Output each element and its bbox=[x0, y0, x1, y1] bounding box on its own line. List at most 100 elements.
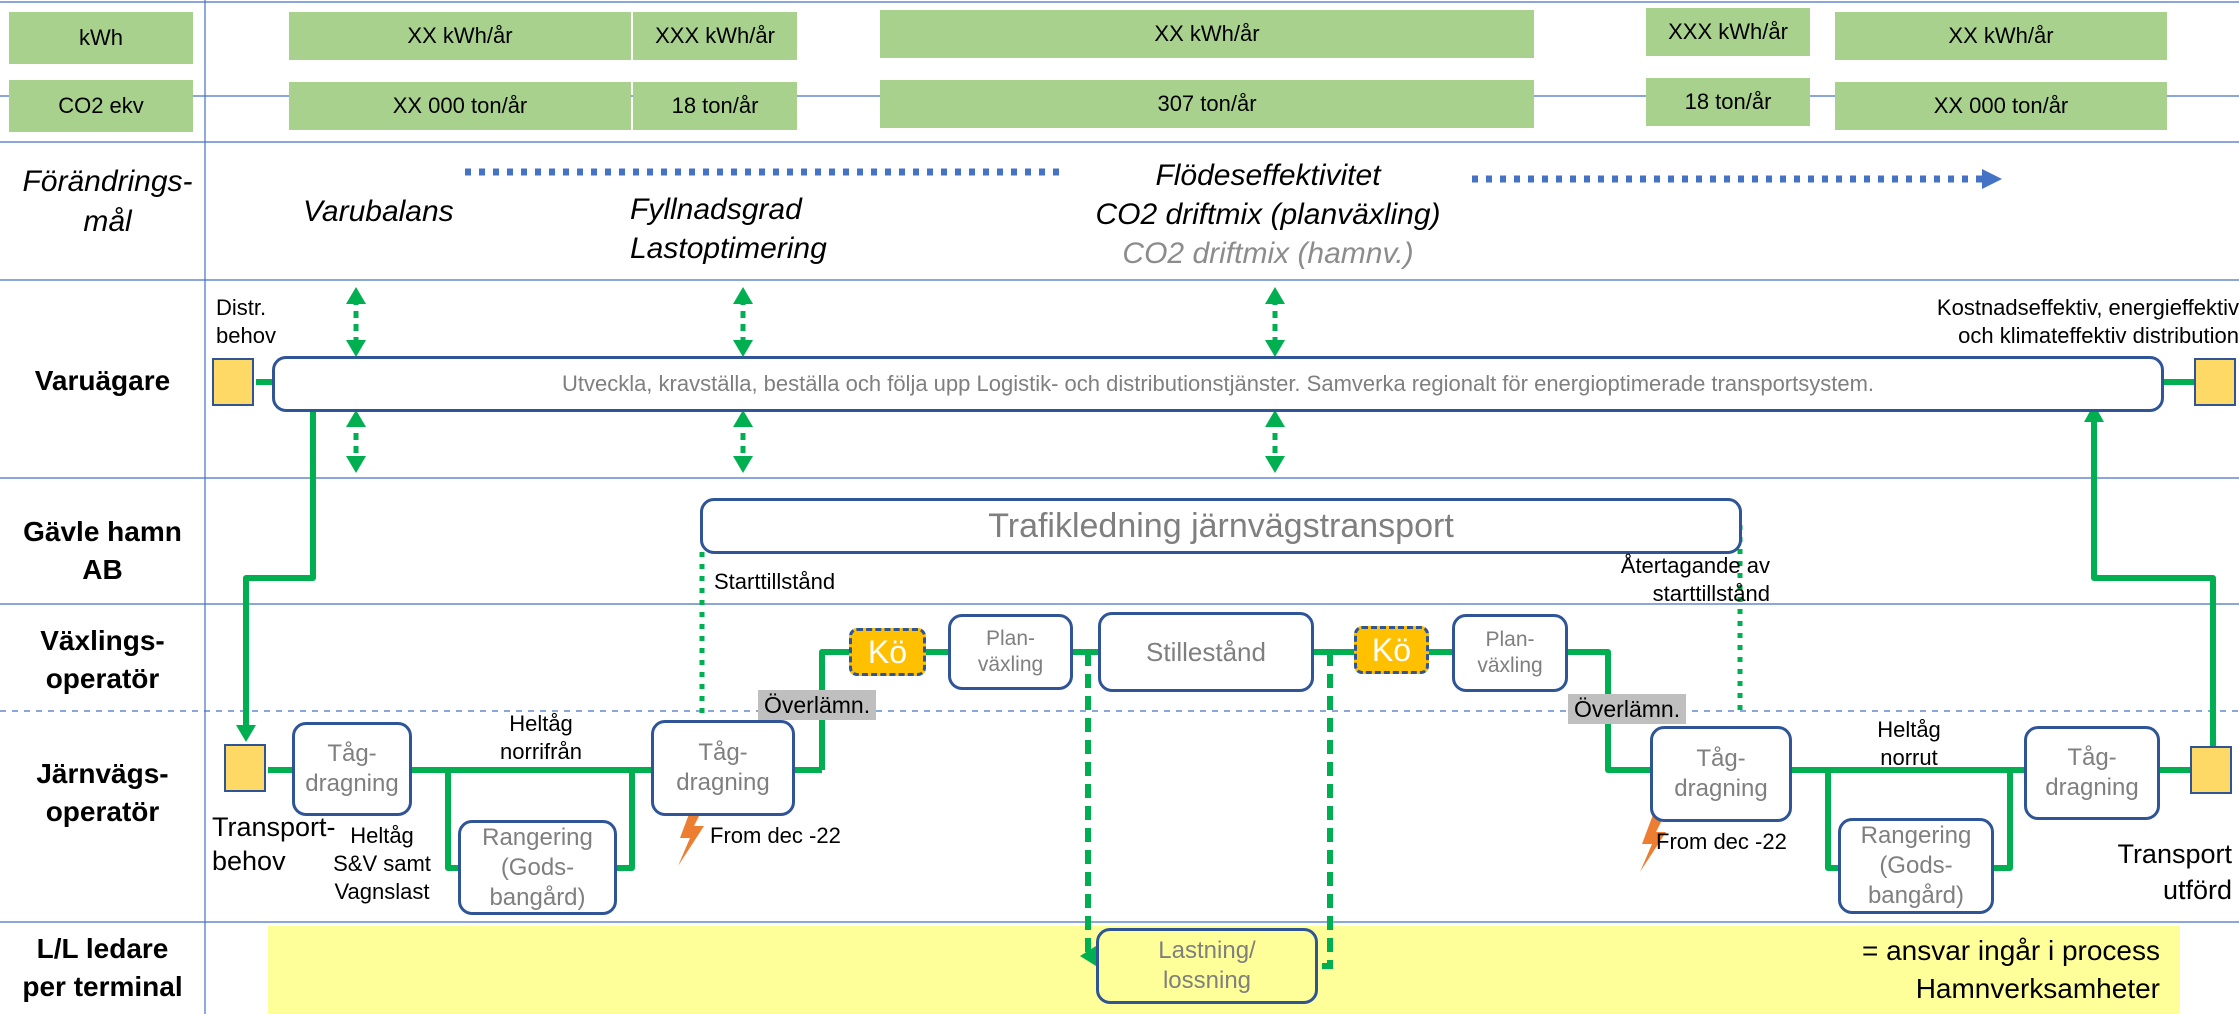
ll-line1: L/L ledare bbox=[36, 933, 169, 964]
transport-utford-text: Transport utförd bbox=[2050, 836, 2232, 908]
planvaxling-right: Plan- växling bbox=[1452, 614, 1568, 692]
heltag-sv-line1: Heltåg bbox=[350, 823, 414, 848]
distr-line2: behov bbox=[216, 323, 276, 348]
ll-label: L/L ledare per terminal bbox=[0, 930, 205, 1006]
vaxling-line1: Växlings- bbox=[40, 625, 165, 656]
trafikledning-text: Trafikledning järnvägstransport bbox=[988, 506, 1454, 545]
tag-line2: dragning bbox=[2045, 774, 2139, 801]
rangering-box: Rangering (Gods- bangård) bbox=[458, 820, 617, 915]
arrow-up-to-varuagare bbox=[2084, 404, 2104, 422]
transport-utford-node bbox=[2190, 746, 2232, 794]
tagdragning-box: Tåg- dragning bbox=[651, 720, 795, 816]
co2-label: CO2 ekv bbox=[58, 93, 144, 118]
distr-line1: Distr. bbox=[216, 295, 267, 320]
dotted-arrow-head bbox=[1982, 169, 2002, 189]
heltag-norrut-text: Heltåg norrut bbox=[1856, 716, 1962, 772]
kwh-value: XXX kWh/år bbox=[1646, 8, 1810, 56]
goal-fyllnadsgrad: Fyllnadsgrad bbox=[630, 193, 802, 226]
gavle-line1: Gävle hamn bbox=[23, 516, 182, 547]
kwh-value: XX kWh/år bbox=[289, 12, 631, 60]
tagdragning-box: Tåg- dragning bbox=[292, 722, 412, 816]
atertagande-line1: Återtagande av bbox=[1620, 553, 1770, 578]
tagdragning-box: Tåg- dragning bbox=[2024, 726, 2160, 820]
transportbehov-line1: Transport- bbox=[212, 812, 336, 842]
heltag-norrut-line1: Heltåg bbox=[1877, 717, 1941, 742]
lightning-icon bbox=[678, 806, 704, 866]
gavle-line2: AB bbox=[82, 554, 123, 585]
forandringsmal-label: Förändrings- mål bbox=[0, 162, 215, 242]
transport-utford-line2: utförd bbox=[2162, 875, 2232, 905]
kwh-label: kWh bbox=[79, 25, 123, 50]
trafikledning-dotted-lines bbox=[699, 525, 1743, 716]
vaxling-label: Växlings- operatör bbox=[0, 622, 205, 698]
queue-right: Kö bbox=[1354, 626, 1429, 674]
rang-line2: (Gods- bbox=[1879, 852, 1953, 879]
goal-varubalans: Varubalans bbox=[303, 195, 454, 228]
goal-lastoptimering: Lastoptimering bbox=[630, 232, 827, 265]
heltag-norrifran-text: Heltåg norrifrån bbox=[486, 710, 596, 766]
rang-line3: bangård) bbox=[489, 883, 586, 911]
lastning-box: Lastning/ lossning bbox=[1096, 928, 1318, 1004]
lastning-line2: lossning bbox=[1162, 967, 1252, 994]
transportbehov-line2: behov bbox=[212, 846, 286, 876]
tag-line1: Tåg- bbox=[698, 739, 748, 766]
plan-line1: Plan- bbox=[1485, 627, 1535, 651]
tag-line1: Tåg- bbox=[1696, 745, 1746, 772]
lightning-icon bbox=[1640, 812, 1666, 872]
atertagande-line2: starttillstånd bbox=[1652, 581, 1770, 606]
vaxling-line2: operatör bbox=[45, 663, 160, 694]
starttillstand-text: Starttillstånd bbox=[714, 569, 836, 594]
tag-line2: dragning bbox=[305, 770, 399, 797]
rang-line1: Rangering bbox=[1860, 822, 1972, 849]
right-line1: Kostnadseffektiv, energieffektiv bbox=[1936, 295, 2239, 320]
tag-line2: dragning bbox=[676, 769, 770, 796]
heltag-sv-line2: S&V samt bbox=[333, 851, 431, 876]
plan-line1: Plan- bbox=[985, 626, 1036, 650]
co2-value: 307 ton/år bbox=[880, 80, 1534, 128]
tag-line1: Tåg- bbox=[327, 740, 377, 767]
arrow-to-lastning bbox=[1080, 946, 1096, 966]
right-line2: och klimateffektiv distribution bbox=[1958, 323, 2239, 348]
trafikledning-box: Trafikledning järnvägstransport bbox=[700, 498, 1742, 554]
transportbehov-node bbox=[224, 744, 266, 792]
kwh-value: XX kWh/år bbox=[1835, 12, 2167, 60]
co2-label-box: CO2 ekv bbox=[9, 80, 193, 132]
heltag-sv-text: Heltåg S&V samt Vagnslast bbox=[326, 822, 438, 906]
lastning-dashed-lines bbox=[1085, 652, 1333, 969]
co2-value: XX 000 ton/år bbox=[289, 82, 631, 130]
gavle-label: Gävle hamn AB bbox=[0, 513, 205, 589]
legend-text: = ansvar ingår i process Hamnverksamhete… bbox=[1760, 932, 2160, 1008]
co2-value: 18 ton/år bbox=[633, 82, 797, 130]
ll-line2: per terminal bbox=[22, 971, 183, 1002]
jarnvag-label: Järnvägs- operatör bbox=[0, 755, 205, 831]
lastning-line1: Lastning/ bbox=[1158, 937, 1256, 964]
forandringsmal-line1: Förändrings- bbox=[22, 165, 193, 198]
stillestand-text: Stillestånd bbox=[1146, 636, 1266, 667]
legend-line1: = ansvar ingår i process bbox=[1861, 935, 2160, 966]
kwh-label-box: kWh bbox=[9, 12, 193, 64]
varuagare-right-node bbox=[2194, 358, 2236, 406]
heltag-norrut-line2: norrut bbox=[1880, 745, 1938, 770]
rangering-box: Rangering (Gods- bangård) bbox=[1838, 818, 1994, 914]
heltag-sv-line3: Vagnslast bbox=[334, 879, 430, 904]
from-dec-left: From dec -22 bbox=[710, 823, 841, 848]
rang-line3: bangård) bbox=[1867, 882, 1965, 909]
legend-line2: Hamnverksamheter bbox=[1915, 973, 2160, 1004]
green-arrowheads bbox=[346, 287, 1285, 473]
planvaxling-left: Plan- växling bbox=[948, 614, 1073, 690]
varuagare-left-node bbox=[212, 358, 254, 406]
goal-co2-hamnv: CO2 driftmix (hamnv.) bbox=[1122, 237, 1414, 270]
transportbehov-text: Transport- behov bbox=[212, 810, 336, 878]
heltag-norr-line2: norrifrån bbox=[500, 739, 582, 764]
goal-flodeseffektivitet: Flödeseffektivitet bbox=[1155, 159, 1381, 192]
forandringsmal-line2: mål bbox=[83, 205, 132, 238]
rang-line1: Rangering bbox=[482, 823, 593, 851]
tag-line1: Tåg- bbox=[2067, 744, 2117, 771]
co2-value: XX 000 ton/år bbox=[1835, 82, 2167, 130]
jarnvag-line1: Järnvägs- bbox=[36, 758, 169, 789]
co2-value: 18 ton/år bbox=[1646, 78, 1810, 126]
arrow-down-to-transportbehov bbox=[236, 725, 256, 742]
varuagare-main-text: Utveckla, kravställa, beställa och följa… bbox=[561, 371, 1875, 397]
overlamn-right: Överlämn. bbox=[1568, 694, 1687, 724]
varuagare-right-text: Kostnadseffektiv, energieffektiv och kli… bbox=[1870, 294, 2239, 350]
